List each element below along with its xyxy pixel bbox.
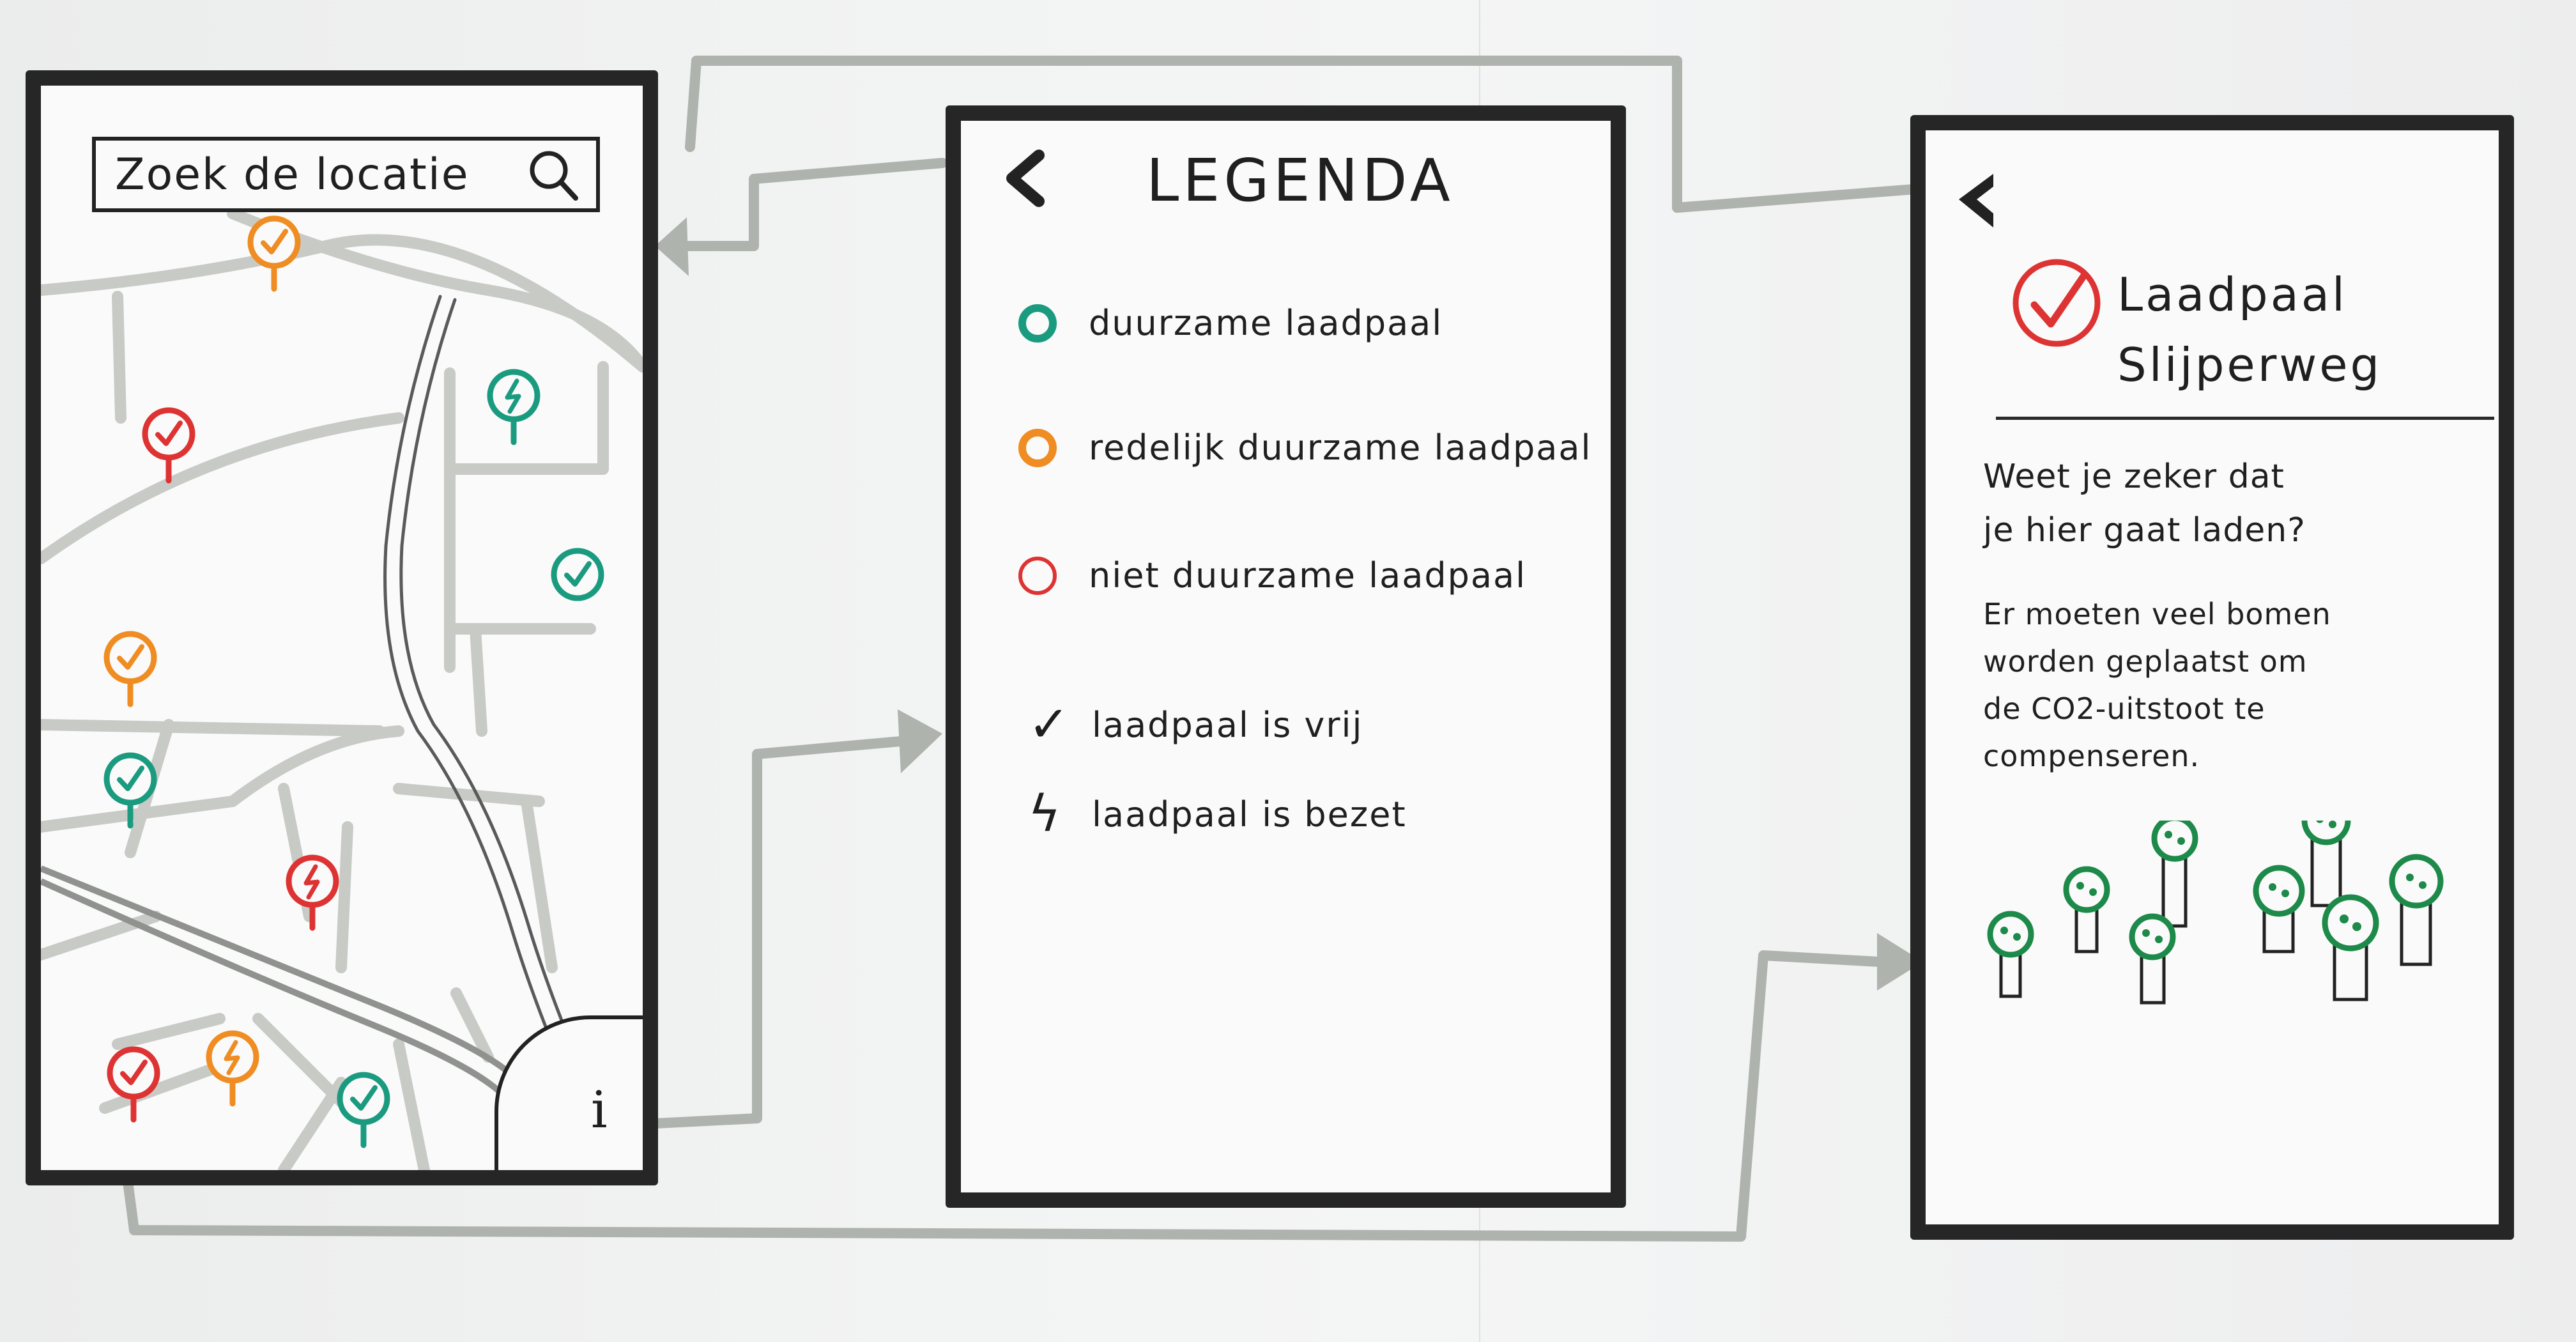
tree-icon xyxy=(1987,911,2034,998)
charging-pin-unsustainable-free[interactable] xyxy=(137,405,201,485)
text-line: je hier gaat laden? xyxy=(1983,511,2306,550)
tree-icon xyxy=(2197,821,2221,852)
map-canvas[interactable] xyxy=(41,86,643,1170)
flow-arrowhead-map xyxy=(655,217,689,276)
tree-icon xyxy=(2253,865,2305,953)
detail-subtitle: Slijperweg xyxy=(2117,338,2382,392)
map-screen: Zoek de locatie i xyxy=(26,70,658,1185)
tree-icon xyxy=(2129,913,2176,1005)
text-line: de CO2-uitstoot te xyxy=(1983,691,2266,726)
legend-screen: LEGENDA duurzame laadpaal redelijk duurz… xyxy=(946,105,1626,1208)
flow-line-detail-to-map xyxy=(685,56,1928,213)
page-title: LEGENDA xyxy=(1146,146,1454,215)
charging-pin-reasonable-free[interactable] xyxy=(242,213,306,293)
flow-line-info-to-legend xyxy=(624,736,906,1130)
text-line: Weet je zeker dat xyxy=(1983,458,2285,496)
detail-title: Laadpaal xyxy=(2117,268,2348,321)
compensation-message: Er moeten veel bomen worden geplaatst om… xyxy=(1983,590,2494,780)
tree-illustration xyxy=(1987,821,2444,1005)
search-input[interactable]: Zoek de locatie xyxy=(115,149,470,200)
text-line: Er moeten veel bomen xyxy=(1983,597,2331,631)
orange-pin-icon xyxy=(1018,428,1057,467)
tree-icon xyxy=(2322,894,2379,1001)
flow-line-pin-to-detail xyxy=(113,950,1883,1242)
charging-pin-sustainable-free[interactable] xyxy=(98,750,162,830)
charging-pin-sustainable-occupied[interactable] xyxy=(482,367,546,447)
teal-pin-icon xyxy=(1018,304,1057,343)
tree-icon xyxy=(2063,866,2110,953)
legend-item-label: duurzame laadpaal xyxy=(1089,303,1443,343)
charging-pin-sustainable-free[interactable] xyxy=(546,546,610,626)
charging-pin-unsustainable-occupied[interactable] xyxy=(280,852,344,932)
charging-pin-reasonable-free[interactable] xyxy=(98,629,162,709)
divider xyxy=(1996,417,2494,420)
tree-icon xyxy=(2151,821,2198,928)
info-icon: i xyxy=(591,1080,608,1139)
flow-arrowhead-detail xyxy=(1877,933,1923,991)
chevron-left-icon[interactable] xyxy=(999,146,1050,210)
legend-item-sustainable: duurzame laadpaal xyxy=(1018,303,1443,343)
lightning-icon: ϟ xyxy=(1028,785,1061,843)
text-line: worden geplaatst om xyxy=(1983,644,2308,679)
search-icon[interactable] xyxy=(525,146,582,203)
charging-pin-reasonable-occupied[interactable] xyxy=(201,1028,264,1108)
check-circle-icon xyxy=(2012,259,2101,347)
legend-item-label: niet duurzame laadpaal xyxy=(1089,555,1527,596)
detail-screen: Laadpaal Slijperweg Weet je zeker dat je… xyxy=(1910,115,2514,1240)
text-line: compenseren. xyxy=(1983,739,2200,773)
flow-arrowhead-legend xyxy=(898,709,942,773)
charging-pin-unsustainable-free[interactable] xyxy=(102,1044,165,1124)
tree-icon xyxy=(2389,854,2444,966)
legend-status-label: laadpaal is vrij xyxy=(1092,704,1363,745)
check-icon: ✓ xyxy=(1028,696,1070,753)
legend-status-occupied: ϟ laadpaal is bezet xyxy=(1028,785,1407,843)
legend-status-label: laadpaal is bezet xyxy=(1092,794,1407,835)
flow-line-legend-to-map xyxy=(672,158,947,251)
red-pin-icon xyxy=(1018,556,1057,595)
legend-item-reasonably-sustainable: redelijk duurzame laadpaal xyxy=(1018,428,1591,468)
confirmation-question: Weet je zeker dat je hier gaat laden? xyxy=(1983,450,2494,557)
legend-item-not-sustainable: niet duurzame laadpaal xyxy=(1018,555,1526,596)
legend-status-free: ✓ laadpaal is vrij xyxy=(1028,696,1363,753)
search-bar[interactable]: Zoek de locatie xyxy=(92,137,600,212)
chevron-left-icon[interactable] xyxy=(1951,169,2002,233)
legend-item-label: redelijk duurzame laadpaal xyxy=(1089,428,1592,468)
charging-pin-sustainable-free[interactable] xyxy=(332,1070,395,1150)
tree-icon xyxy=(2301,821,2351,907)
